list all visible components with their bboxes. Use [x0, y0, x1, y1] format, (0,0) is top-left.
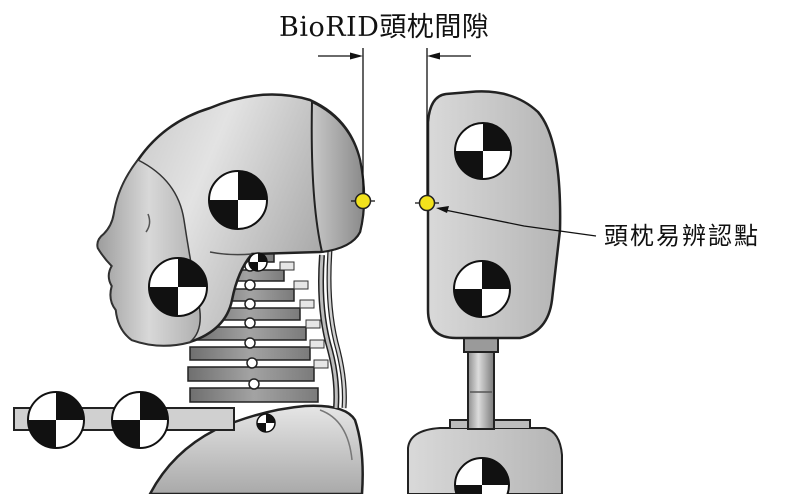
- headrest-post: [464, 335, 498, 429]
- head-target-icon: [209, 171, 267, 229]
- headrest-point-label: 頭枕易辨認點: [604, 216, 760, 251]
- shoulder-target-right-icon: [112, 392, 168, 448]
- neck-target-icon: [249, 253, 267, 271]
- gap-label: BioRID頭枕間隙: [279, 5, 489, 44]
- chest-target-icon: [257, 414, 275, 432]
- face-target-icon: [149, 258, 207, 316]
- arrowhead-left: [427, 53, 440, 60]
- arrowhead-right: [350, 53, 363, 60]
- headrest-target-bottom-icon: [454, 261, 510, 317]
- neck-cable: [321, 250, 344, 408]
- shoulder-target-left-icon: [28, 392, 84, 448]
- headrest-target-top-icon: [455, 123, 511, 179]
